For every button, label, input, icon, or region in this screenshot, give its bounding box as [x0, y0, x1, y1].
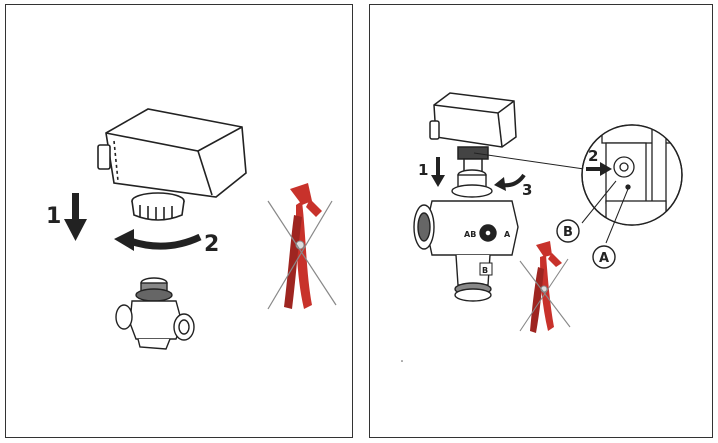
left-instruction-panel: 1 2 — [5, 4, 353, 438]
valve-illustration — [116, 278, 194, 349]
detail-leader-line — [474, 153, 584, 169]
actuator-illustration — [430, 93, 516, 173]
rotate-arrow-icon — [494, 175, 524, 191]
step-2-label: 2 — [204, 232, 219, 257]
port-b-label: B — [482, 266, 488, 275]
step-2-label: 2 — [588, 147, 598, 165]
down-arrow-icon — [64, 193, 87, 241]
step-1-label: 1 — [418, 161, 428, 179]
callout-b-label: B — [563, 225, 573, 240]
pipe-wrench-icon — [530, 241, 562, 333]
actuator-illustration — [98, 109, 246, 220]
stray-dot — [401, 360, 403, 362]
right-diagram: AB A B 1 3 — [370, 5, 714, 439]
right-instruction-panel: AB A B 1 3 — [369, 4, 713, 438]
port-ab-label: AB — [464, 230, 476, 239]
step-3-label: 3 — [522, 181, 532, 199]
pipe-wrench-icon — [284, 183, 322, 309]
left-diagram: 1 2 — [6, 5, 354, 439]
callout-a-label: A — [599, 251, 609, 266]
rotate-arrow-icon — [114, 229, 200, 251]
detail-zoom-view — [582, 113, 682, 243]
down-arrow-icon — [431, 157, 445, 187]
port-a-label: A — [504, 230, 511, 239]
step-1-label: 1 — [46, 204, 61, 229]
